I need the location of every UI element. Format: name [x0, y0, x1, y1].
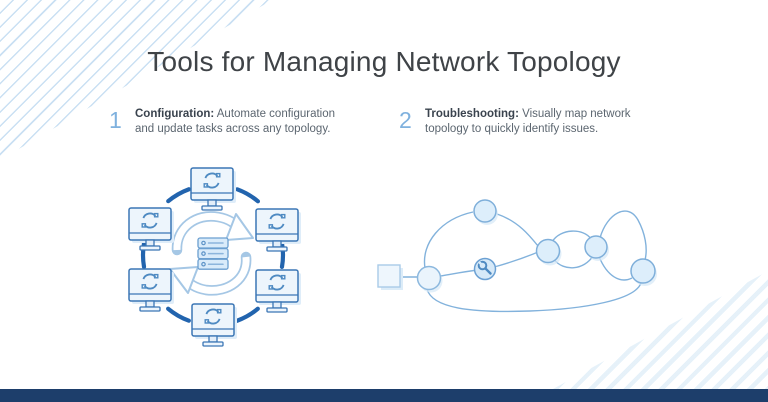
topology-edges [400, 210, 647, 313]
step-text-2: Troubleshooting: Visually map network to… [425, 107, 639, 136]
wrench-icon [477, 260, 492, 275]
monitor-upper-left [128, 207, 175, 251]
sync-cycle-icon [169, 211, 254, 296]
circle-node-middle [535, 238, 561, 264]
monitor-upper-right [255, 208, 302, 252]
step-description-troubleshooting: Visually map network topology to quickly… [425, 108, 631, 135]
circle-node-hub [416, 265, 442, 291]
topology-nodes [416, 199, 657, 293]
configuration-sync-diagram [128, 167, 302, 347]
step-configuration: 1 Configuration: Automate configuration … [109, 107, 349, 136]
monitor-top [190, 167, 237, 211]
wrench-node [473, 257, 497, 281]
monitor-lower-right [255, 269, 302, 313]
circle-node-right [584, 235, 608, 259]
step-description-configuration: Automate configuration and update tasks … [135, 108, 336, 135]
arrowhead-left [169, 266, 199, 294]
circle-node-far-right [630, 258, 656, 284]
monitor-lower-left [128, 268, 175, 312]
page-title: Tools for Managing Network Topology [147, 46, 621, 77]
dashed-ring [140, 182, 286, 328]
monitor-bottom [191, 303, 238, 347]
step-label-troubleshooting: Troubleshooting: [425, 108, 519, 120]
step-text-1: Configuration: Automate configuration an… [135, 107, 349, 136]
topology-map-diagram [377, 199, 657, 313]
step-label-configuration: Configuration: [135, 108, 215, 120]
server-list-icon [197, 237, 229, 270]
step-number-2: 2 [399, 107, 412, 133]
footer-bar [0, 389, 768, 402]
step-number-1: 1 [109, 107, 122, 133]
square-node-icon [377, 264, 403, 290]
circle-node-top [473, 199, 497, 223]
arrowhead-right [225, 213, 254, 241]
step-troubleshooting: 2 Troubleshooting: Visually map network … [399, 107, 639, 136]
